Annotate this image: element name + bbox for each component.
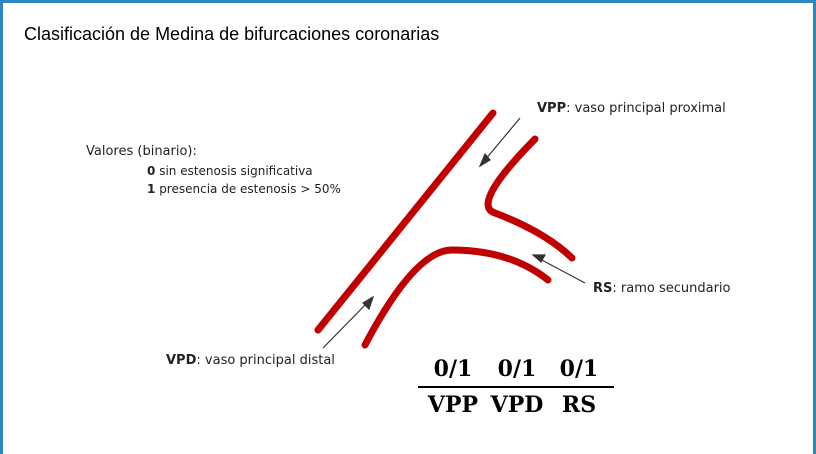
vpp-arrow [484, 117, 521, 161]
side-branch-upper-wall [484, 135, 576, 262]
vpp-text: : vaso principal proximal [566, 101, 726, 116]
values-item-0: 0 sin estenosis significativa [147, 164, 313, 178]
fraction-vpp: 0/1 VPP [418, 356, 488, 418]
rs-label: RS: ramo secundario [593, 281, 730, 296]
fraction-rs: 0/1 RS [544, 356, 614, 418]
rs-text: : ramo secundario [612, 281, 731, 296]
vpp-abbr: VPP [537, 101, 567, 116]
fraction-numerator: 0/1 [544, 356, 614, 388]
vpd-abbr: VPD [166, 353, 197, 368]
vpd-arrowhead [362, 295, 375, 311]
vpp-arrowhead [478, 152, 491, 168]
rs-arrow [537, 257, 586, 284]
values-text: presencia de estenosis > 50% [159, 182, 341, 196]
vpp-label: VPP: vaso principal proximal [537, 101, 726, 116]
values-item-1: 1 presencia de estenosis > 50% [147, 182, 341, 196]
values-key: 1 [147, 182, 156, 196]
vpd-text: : vaso principal distal [196, 353, 335, 368]
rs-arrowhead [531, 254, 547, 263]
vpd-label: VPD: vaso principal distal [166, 353, 335, 368]
values-key: 0 [147, 164, 156, 178]
fraction-denominator: RS [561, 392, 597, 418]
page-title: Clasificación de Medina de bifurcaciones… [24, 24, 440, 44]
vpd-arrow [322, 301, 369, 349]
main-vessel-wall [314, 109, 497, 334]
fraction-numerator: 0/1 [418, 356, 488, 388]
values-text: sin estenosis significativa [159, 164, 313, 178]
rs-abbr: RS [593, 281, 613, 296]
fraction-denominator: VPD [490, 392, 544, 418]
side-branch-lower-wall [361, 246, 552, 349]
fraction-vpd: 0/1 VPD [482, 356, 552, 418]
values-heading: Valores (binario): [86, 144, 197, 159]
fraction-denominator: VPP [427, 392, 479, 418]
fraction-numerator: 0/1 [482, 356, 552, 388]
